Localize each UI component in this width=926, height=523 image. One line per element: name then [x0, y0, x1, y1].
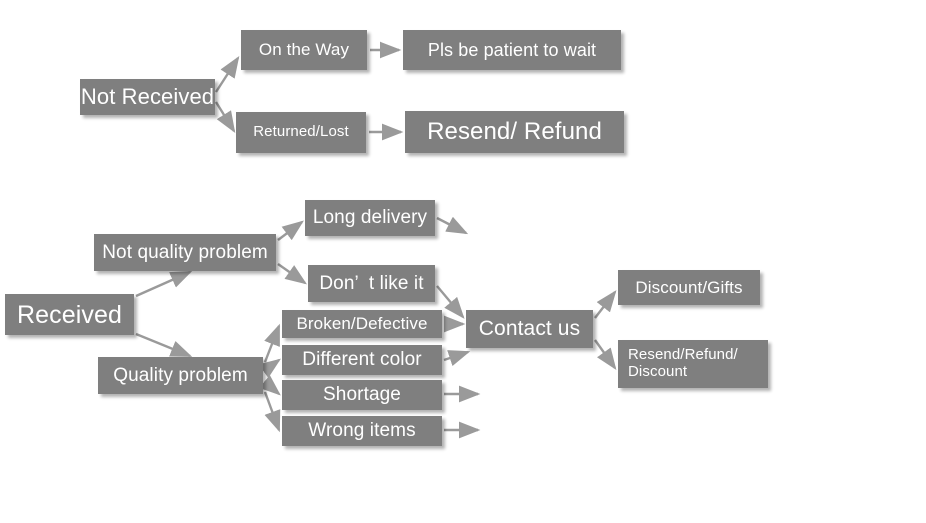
node-different-color[interactable]: Different color: [282, 345, 442, 375]
flow-arrow-quality-to-shortage: [258, 375, 281, 396]
flow-arrow-quality-to-different-color: [258, 358, 281, 378]
flow-arrow-contact-us-to-discount-gifts: [594, 290, 617, 319]
node-resend-refund[interactable]: Resend/ Refund: [405, 111, 624, 153]
flow-arrow-different-color-to-contact-us: [443, 350, 471, 367]
node-dont-like-it[interactable]: Don’ t like it: [308, 265, 435, 302]
node-not-quality[interactable]: Not quality problem: [94, 234, 276, 271]
node-not-received[interactable]: Not Received: [80, 79, 215, 115]
node-contact-us[interactable]: Contact us: [466, 310, 593, 348]
flow-arrow-not-received-to-on-the-way: [214, 55, 240, 93]
node-wrong-items[interactable]: Wrong items: [282, 416, 442, 446]
node-quality[interactable]: Quality problem: [98, 357, 263, 394]
flow-arrow-received-to-quality: [135, 332, 193, 358]
flow-arrow-quality-to-broken-defective: [263, 323, 281, 363]
flow-arrow-not-quality-to-dont-like-it: [277, 263, 307, 285]
node-discount-gifts[interactable]: Discount/Gifts: [618, 270, 760, 305]
node-shortage[interactable]: Shortage: [282, 380, 442, 410]
flow-arrow-long-delivery-to-contact-us: [436, 216, 469, 235]
node-returned-lost[interactable]: Returned/Lost: [236, 112, 366, 153]
node-resend-refund-discount[interactable]: Resend/Refund/ Discount: [618, 340, 768, 388]
node-broken-defective[interactable]: Broken/Defective: [282, 310, 442, 338]
node-long-delivery[interactable]: Long delivery: [305, 200, 435, 236]
node-on-the-way[interactable]: On the Way: [241, 30, 367, 70]
node-pls-be-patient[interactable]: Pls be patient to wait: [403, 30, 621, 70]
node-received[interactable]: Received: [5, 294, 134, 335]
flow-arrow-contact-us-to-resend-refund-discount: [594, 339, 617, 370]
flow-arrow-not-quality-to-long-delivery: [277, 220, 304, 241]
flow-arrow-received-to-not-quality: [135, 270, 193, 298]
flow-arrow-quality-to-wrong-items: [263, 391, 281, 433]
flow-arrow-not-received-to-returned-lost: [214, 101, 236, 134]
